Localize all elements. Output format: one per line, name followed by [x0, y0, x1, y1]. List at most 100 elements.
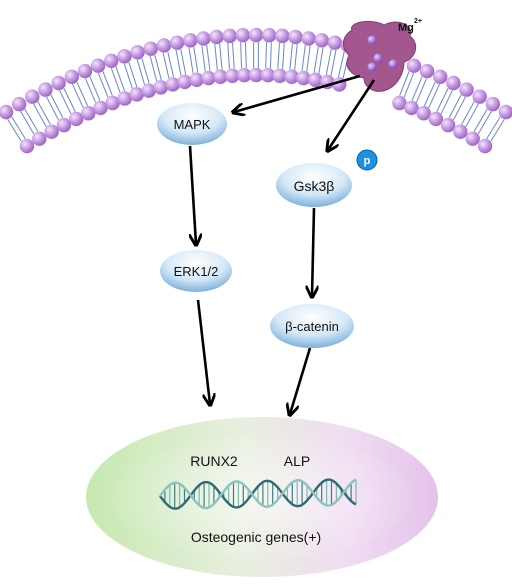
mg-channel: Mg 2+ [343, 18, 422, 92]
lipid-head [477, 138, 493, 154]
cell-membrane [0, 27, 512, 154]
pathway-arrows [188, 74, 376, 414]
mg-ion [373, 53, 383, 63]
lipid-head [56, 117, 72, 133]
dna-strand [159, 478, 357, 510]
lipid-head [90, 58, 106, 73]
lipid-head [428, 111, 444, 127]
lipid-head [19, 138, 35, 154]
lipid-head [177, 74, 192, 90]
lipid-tail [102, 71, 113, 96]
lipid-tail [46, 96, 59, 121]
lipid-head [301, 31, 316, 46]
phospho-label: p [364, 155, 371, 167]
lipid-head [209, 29, 224, 45]
lipid-tail [128, 62, 138, 88]
node-mapk-label: MAPK [174, 117, 211, 132]
lipid-head [44, 124, 59, 139]
mg-ion [367, 35, 377, 45]
lipid-tail [269, 42, 272, 69]
lipid-tail [136, 59, 145, 85]
lipid-heads [0, 27, 512, 154]
lipid-head [68, 111, 84, 127]
lipid-tail [180, 48, 187, 75]
lipid-tail [313, 46, 319, 73]
lipid-tail [490, 118, 505, 142]
node-mapk: MAPK [157, 103, 227, 145]
osteogenic-genes-caption: Osteogenic genes(+) [191, 529, 321, 545]
lipid-tail [37, 101, 51, 125]
lipid-tail [477, 111, 492, 135]
lipid-tail [399, 71, 410, 96]
lipid-head [141, 83, 156, 98]
lipid-head [275, 28, 290, 44]
lipid-head [485, 96, 501, 112]
arrow-catenin-to-nucleus [290, 347, 312, 414]
lipid-tail [72, 83, 84, 109]
lipid-head [472, 89, 487, 104]
mg-label: Mg [398, 22, 414, 34]
lipid-head [236, 67, 252, 83]
lipid-tail [294, 44, 298, 71]
lipid-head [169, 35, 185, 50]
phospho-badge: p [356, 149, 378, 171]
lipid-tail [115, 66, 126, 92]
lipid-tail [403, 72, 415, 98]
lipid-tail [219, 43, 223, 70]
arrow-gsk3b-to-catenin [312, 207, 314, 296]
lipid-head [314, 33, 329, 48]
node-gsk3b-label: Gsk3β [294, 178, 335, 194]
lipid-tail [20, 111, 35, 135]
lipid-tail [440, 90, 453, 114]
nucleus: RUNX2 ALP Osteogenic genes(+) [86, 417, 438, 577]
lipid-head [498, 104, 512, 120]
lipid-head [296, 70, 311, 86]
lipid-tail [465, 103, 479, 127]
lipid-head [416, 106, 431, 121]
lipid-tail [89, 76, 101, 101]
lipid-tail [265, 42, 268, 69]
lipid-tail [473, 108, 488, 132]
lipid-tail [227, 42, 230, 69]
lipid-head [189, 72, 204, 88]
lipid-head [51, 75, 66, 91]
node-gsk3b: Gsk3β [276, 163, 352, 207]
lipid-tail [33, 103, 47, 127]
lipid-tail [448, 94, 462, 119]
lipid-tail [325, 48, 332, 75]
lipid-tail [201, 45, 206, 72]
lipid-head [196, 31, 211, 46]
lipid-tail [24, 108, 39, 132]
lipid-tails [7, 42, 505, 142]
lipid-tail [59, 90, 72, 114]
lipid-tail [7, 118, 22, 142]
lipid-head [129, 87, 144, 102]
lipid-head [117, 49, 132, 64]
lipid-tail [175, 49, 182, 76]
lipid-head [284, 69, 299, 84]
lipid-head [201, 70, 216, 86]
lipid-tail [486, 116, 501, 140]
lipid-head [440, 117, 456, 133]
node-erk-label: ERK1/2 [174, 264, 219, 279]
lipid-tail [277, 42, 280, 69]
node-erk: ERK1/2 [160, 250, 232, 292]
lipid-tail [11, 116, 26, 140]
lipid-head [260, 67, 276, 83]
lipid-tail [301, 44, 306, 71]
lipid-head [0, 104, 14, 120]
mg-ion [367, 62, 377, 72]
lipid-tail [206, 44, 211, 71]
lipid-tail [318, 47, 324, 74]
lipid-tail [240, 42, 243, 69]
lipid-tail [453, 96, 466, 121]
lipid-head [183, 33, 198, 48]
lipid-head [93, 100, 108, 116]
gene-runx2-label: RUNX2 [190, 453, 238, 469]
gene-alp-label: ALP [284, 453, 310, 469]
lipid-tail [167, 51, 175, 78]
lipid-head [222, 28, 237, 44]
lipid-tail [415, 78, 428, 103]
lipid-tail [188, 47, 194, 74]
dna-double-helix [159, 478, 357, 510]
